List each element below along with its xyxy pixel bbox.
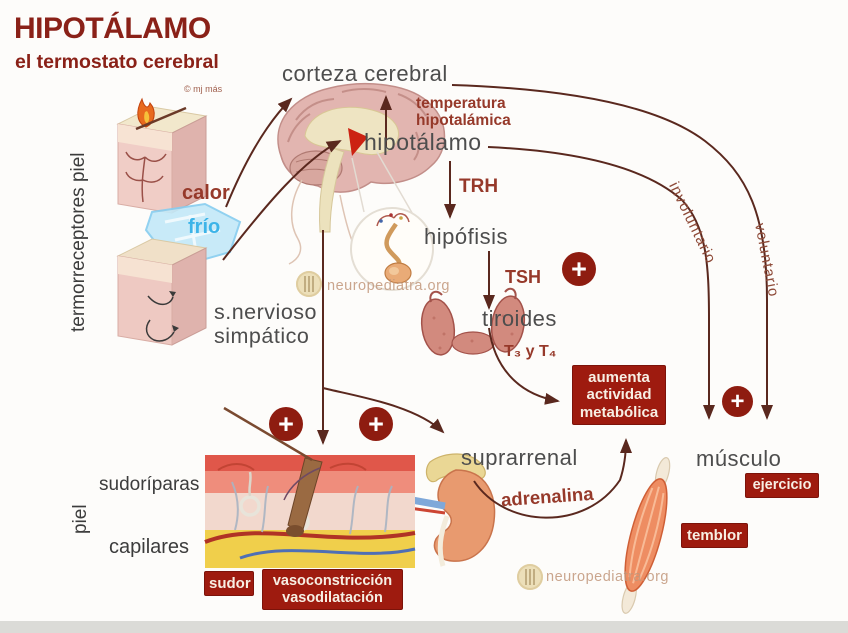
label-tiroides: tiroides xyxy=(482,306,557,331)
label-suprarrenal: suprarrenal xyxy=(461,445,578,470)
plus-icon: + xyxy=(269,407,303,441)
badge-ejercicio: ejercicio xyxy=(745,473,819,498)
bottom-strip xyxy=(0,621,848,633)
label-musculo: músculo xyxy=(696,446,782,471)
arrow-sympathetic-to-adrenal xyxy=(322,387,445,434)
watermark-text: neuropediatra.org xyxy=(546,569,669,585)
arrow-thyroid-to-metabolism xyxy=(488,327,560,405)
badge-vasoconstriccion-vasodilatacion: vasoconstricción vasodilatación xyxy=(262,569,403,611)
label-calor: calor xyxy=(182,182,230,204)
label-t3-t4: T₃ y T₄ xyxy=(504,343,557,360)
badge-sudor: sudor xyxy=(204,571,254,597)
kidney-adrenal-illustration xyxy=(400,453,496,567)
label-trh: TRH xyxy=(459,176,499,197)
page-title: HIPOTÁLAMO xyxy=(14,12,211,45)
label-hipotalamo: hipotálamo xyxy=(364,129,482,155)
label-corteza-cerebral: corteza cerebral xyxy=(282,61,448,86)
label-frio: frío xyxy=(188,216,221,238)
connector-arrows xyxy=(222,84,773,519)
label-s-nervioso-simpatico: s.nervioso simpático xyxy=(214,300,317,349)
badge-temblor: temblor xyxy=(681,523,748,549)
arrow-voluntary-path xyxy=(451,84,773,420)
credit-text: © mj más xyxy=(184,84,223,94)
pituitary-magnifier xyxy=(350,151,434,291)
label-sudoriparas: sudoríparas xyxy=(99,474,200,495)
arrow-adrenaline-to-metabolism xyxy=(473,438,632,519)
label-piel: piel xyxy=(70,504,91,534)
label-temperatura-hipotalamica: temperatura hipotalámica xyxy=(416,95,511,129)
skin-cross-section-illustration xyxy=(204,406,416,568)
hypothalamus-marker xyxy=(348,128,368,156)
plus-icon: + xyxy=(722,386,753,417)
plus-icon: + xyxy=(359,407,393,441)
flame-icon xyxy=(137,97,155,128)
badge-aumenta-actividad-metabolica: aumenta actividad metabólica xyxy=(572,365,666,425)
label-hipofisis: hipófisis xyxy=(424,224,508,249)
needle-line xyxy=(135,106,187,131)
plus-icon: + xyxy=(562,252,596,286)
label-tsh: TSH xyxy=(505,267,541,287)
arrow-involuntary-path xyxy=(487,146,715,420)
thyroid-illustration xyxy=(420,287,526,356)
muscle-illustration xyxy=(621,457,671,614)
watermark-logo xyxy=(517,564,543,590)
arrow-calor-to-cortex xyxy=(225,97,293,208)
label-capilares: capilares xyxy=(109,536,190,558)
hair-strand xyxy=(223,406,313,462)
brain-illustration xyxy=(277,83,446,273)
calor-skin-cube xyxy=(116,97,208,214)
label-termorreceptores-piel: termorreceptores piel xyxy=(68,152,89,332)
watermark-text: neuropediatra.org xyxy=(327,278,450,294)
watermark-logo xyxy=(296,271,322,297)
page-subtitle: el termostato cerebral xyxy=(15,51,219,73)
frio-skin-cube xyxy=(116,202,242,346)
arrow-frio-to-hypothalamus xyxy=(222,140,342,261)
